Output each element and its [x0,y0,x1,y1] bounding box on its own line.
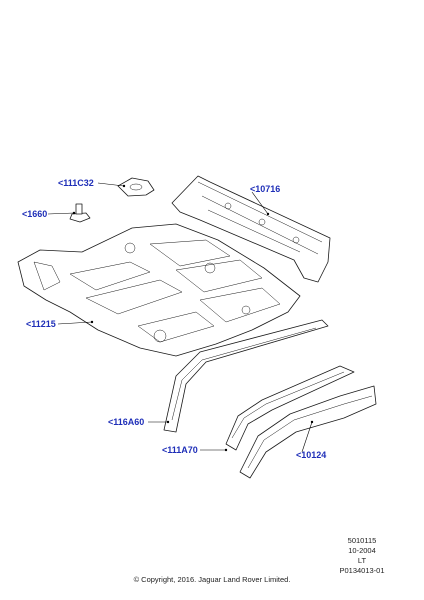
meta-ref: P0134013-01 [339,566,385,575]
callout-10716[interactable]: <10716 [250,184,281,194]
callout-1660[interactable]: <1660 [22,209,48,219]
part-111a70-rail[interactable] [225,365,355,451]
callout-11215[interactable]: <11215 [26,319,56,329]
part-1660-fastener[interactable] [69,203,91,223]
part-10124-rail[interactable] [239,385,377,479]
meta-date: 10-2004 [348,546,376,555]
meta-block: 5010115 10-2004 LT P0134013-01 [322,536,402,576]
leader-lines [47,182,314,453]
copyright-notice: © Copyright, 2016. Jaguar Land Rover Lim… [133,575,291,584]
callout-111c32[interactable]: <111C32 [58,178,94,188]
part-116a60-rail[interactable] [163,319,329,433]
part-111c32-bracket[interactable] [117,177,155,197]
callout-116a60[interactable]: <116A60 [108,417,145,427]
meta-code: 5010115 [347,536,377,545]
meta-region: LT [357,556,367,565]
part-10716-crossmember[interactable] [171,175,331,283]
callout-10124[interactable]: <10124 [296,450,327,460]
callout-111a70[interactable]: <111A70 [162,445,198,455]
part-11215-floor-panel[interactable] [17,223,301,357]
